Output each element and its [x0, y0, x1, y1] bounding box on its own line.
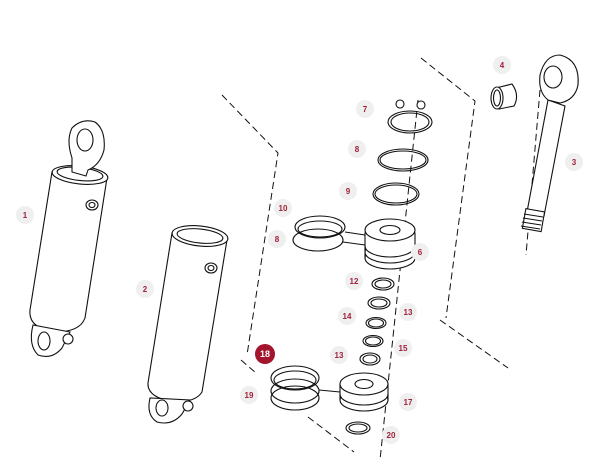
callout-part-2[interactable]: 2	[136, 280, 154, 298]
part-7-circlip	[387, 99, 433, 134]
part-1-cylinder-assembly	[29, 120, 109, 357]
callout-part-18-selected[interactable]: 18	[255, 344, 275, 364]
callout-part-19[interactable]: 19	[240, 386, 258, 404]
callout-part-4[interactable]: 4	[493, 56, 511, 74]
callout-part-7[interactable]: 7	[356, 100, 374, 118]
callout-part-10[interactable]: 10	[274, 199, 292, 217]
callout-part-15[interactable]: 15	[394, 339, 412, 357]
small-seals	[359, 277, 395, 366]
callout-part-17[interactable]: 17	[399, 393, 417, 411]
part-17-piston	[339, 372, 389, 412]
part-3-piston-rod	[520, 54, 579, 233]
callout-part-20[interactable]: 20	[382, 426, 400, 444]
callout-part-1[interactable]: 1	[16, 206, 34, 224]
part-6-piston	[364, 218, 416, 270]
part-2-cylinder-barrel	[147, 225, 229, 424]
callout-part-13[interactable]: 13	[399, 303, 417, 321]
part-4-bushing	[490, 83, 518, 110]
callout-part-8-lower[interactable]: 8	[268, 230, 286, 248]
callout-part-12[interactable]: 12	[345, 272, 363, 290]
part-8-ring-lower	[292, 228, 366, 252]
part-8-ring	[377, 148, 429, 172]
callout-part-8[interactable]: 8	[348, 140, 366, 158]
callout-part-9[interactable]: 9	[339, 182, 357, 200]
part-19-ring	[270, 365, 341, 411]
part-10-ring	[294, 215, 366, 239]
callout-part-14[interactable]: 14	[338, 307, 356, 325]
part-20-seal	[345, 421, 371, 435]
callout-part-6[interactable]: 6	[411, 243, 429, 261]
callout-part-3[interactable]: 3	[565, 153, 583, 171]
callout-part-13-lower[interactable]: 13	[330, 346, 348, 364]
part-9-ring	[372, 182, 420, 206]
